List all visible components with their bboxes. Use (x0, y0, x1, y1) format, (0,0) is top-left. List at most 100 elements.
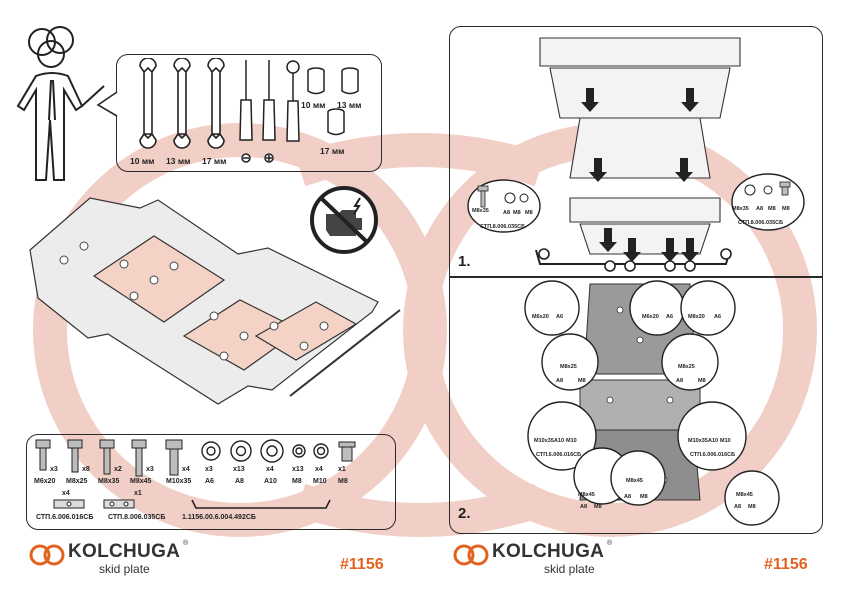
bracket-qty: x4 (62, 490, 70, 497)
step1-frame-illustration (539, 37, 741, 262)
socket-label-13: 13 мм (337, 100, 362, 110)
bolt-qty: x8 (82, 466, 90, 473)
callout-bolt: M8x25 (560, 364, 577, 370)
callout-washer: A8 (580, 504, 588, 510)
callout-nut: M10 (720, 438, 731, 444)
nut-name: M10 (313, 478, 327, 485)
nut-name: M8 (292, 478, 302, 485)
bolt-icon (35, 439, 51, 471)
callout-washer: A6 (714, 314, 722, 320)
step1-left-washer: A8 (503, 210, 511, 216)
nut-qty: x1 (338, 466, 346, 473)
callout-nut: M8 (578, 378, 586, 384)
bolt-qty: x2 (114, 466, 122, 473)
bracket-qty: x1 (134, 490, 142, 497)
step1-left-bolt: M8x35 (472, 208, 489, 214)
skid-plate-assembly (29, 197, 401, 405)
step1-left-nut2: M8 (525, 210, 533, 216)
callout-bubble (724, 470, 780, 526)
step1-right-nut: M8 (768, 206, 776, 212)
callout-bolt: M10x35 (534, 438, 554, 444)
step2-callouts (524, 280, 780, 526)
callout-washer: A10 (708, 438, 719, 444)
bolt-name: M8x35 (98, 478, 120, 485)
flat-screwdriver-icon (239, 60, 253, 163)
bolt-qty: x4 (182, 466, 190, 473)
screwdriver-set (239, 60, 300, 163)
nut-qty: x13 (292, 466, 304, 473)
wrench-icon (207, 58, 225, 149)
callout-washer: A10 (554, 438, 565, 444)
phillips-screwdriver-icon (262, 60, 276, 163)
callout-bolt: M10x35 (688, 438, 708, 444)
callout-code: СТП.6.006.016СБ (536, 452, 582, 458)
callout-washer: A6 (556, 314, 564, 320)
callout-nut: M8 (748, 504, 756, 510)
callout-nut: M8 (594, 504, 602, 510)
brand-name: KOLCHUGA (68, 541, 181, 562)
brand-tagline: skid plate (544, 562, 595, 576)
bracket-set (53, 499, 331, 509)
registered-mark: ® (607, 540, 613, 547)
callout-bubble (524, 280, 580, 336)
callout-bubble (629, 280, 685, 336)
step1-right-nut2: M8 (782, 206, 790, 212)
washer-nut-set (201, 439, 356, 463)
no-engine-running-icon (310, 186, 378, 254)
bolt-icon (165, 439, 183, 476)
socket-icon (327, 108, 345, 136)
step1-left-callout (467, 179, 541, 233)
bolt-name: M6x20 (34, 478, 56, 485)
washer-qty: x4 (266, 466, 274, 473)
callout-bolt: M6x20 (532, 314, 549, 320)
nut-name: M8 (338, 478, 348, 485)
nut-qty: x4 (315, 466, 323, 473)
bracket-code: СТП.6.006.016СБ (36, 514, 94, 521)
bolt-icon (99, 439, 115, 475)
step1-right-callout (731, 173, 805, 231)
wrench-label-13: 13 мм (166, 156, 191, 166)
callout-code: СТП.6.006.016СБ (690, 452, 736, 458)
bolt-qty: x3 (146, 466, 154, 473)
bolt-qty: x3 (50, 466, 58, 473)
callout-bubble (541, 333, 599, 391)
bolt-set (35, 439, 183, 477)
kolchuga-logo-icon (29, 544, 65, 566)
callout-washer: A8 (624, 494, 632, 500)
wrench-label-10: 10 мм (130, 156, 155, 166)
washer-name: A8 (235, 478, 244, 485)
registered-mark: ® (183, 540, 189, 547)
socket-label-17: 17 мм (320, 146, 345, 156)
bolt-name: M10x35 (166, 478, 192, 485)
bracket-code: 1.1156.00.6.004.492СБ (182, 514, 256, 521)
bracket-icon (103, 499, 135, 509)
callout-bolt: M6x20 (642, 314, 659, 320)
torx-screwdriver-icon (286, 60, 300, 142)
callout-bubble (661, 333, 719, 391)
callout-nut: M8 (640, 494, 648, 500)
socket-icon (341, 67, 359, 95)
step1-arrows (581, 88, 699, 262)
stay-bar-icon (191, 499, 331, 509)
callout-bolt: M8x45 (578, 492, 595, 498)
step2-number: 2. (458, 505, 471, 522)
wrench-label-17: 17 мм (202, 156, 227, 166)
callout-bubble (677, 401, 747, 471)
bolt-icon (131, 439, 147, 477)
callout-bubble (680, 280, 736, 336)
part-number: #1156 (764, 556, 808, 573)
callout-nut: M10 (566, 438, 577, 444)
wrench-icon (173, 58, 191, 149)
washer-name: A10 (264, 478, 277, 485)
washer-qty: x13 (233, 466, 245, 473)
rivet-nut-icon (338, 441, 356, 462)
callout-washer: A8 (734, 504, 742, 510)
callout-bolt: M8x45 (626, 478, 643, 484)
callout-nut: M8 (698, 378, 706, 384)
callout-bolt: M8x45 (736, 492, 753, 498)
bolt-name: M8x45 (130, 478, 152, 485)
step1-right-code: СТП.8.006.035СБ (738, 220, 784, 226)
socket-set (307, 67, 359, 136)
callout-bubble (610, 450, 666, 506)
step1-number: 1. (458, 253, 471, 270)
